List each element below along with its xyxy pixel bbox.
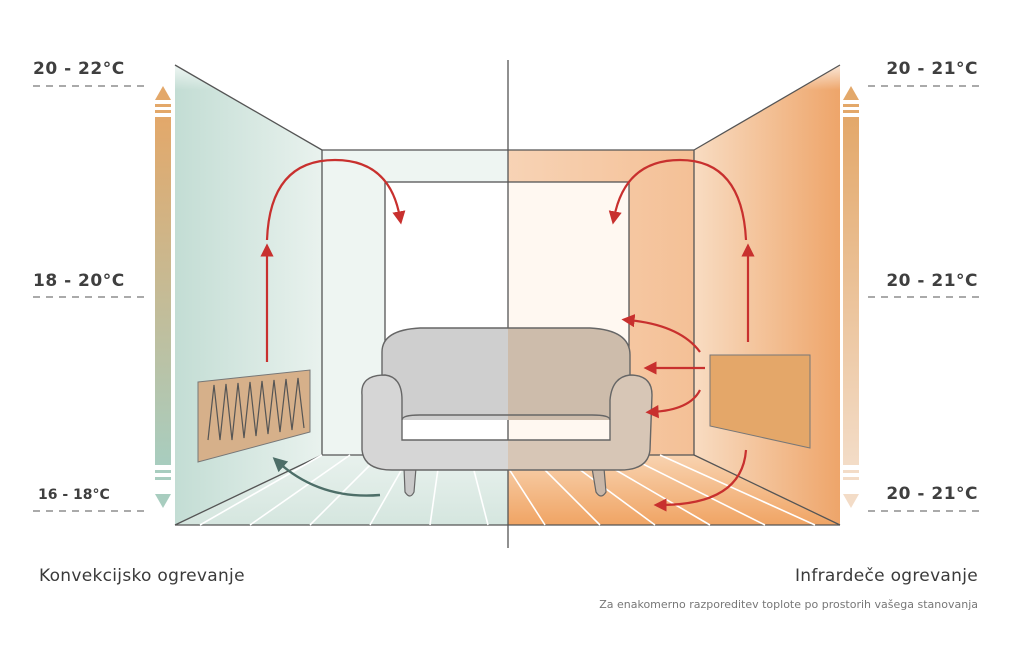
infrared-panel (709, 354, 811, 449)
caption-subtitle: Za enakomerno razporeditev toplote po pr… (599, 598, 978, 611)
temp-left-mid: 18 - 20°C (33, 271, 125, 291)
temp-left-top: 20 - 22°C (33, 59, 125, 79)
gauge-right (843, 86, 859, 508)
sofa-leg-right (591, 467, 607, 497)
temp-right-top: 20 - 21°C (886, 59, 978, 79)
convector-radiator (197, 369, 311, 463)
arrow-floor-right (653, 449, 748, 512)
sofa-leg-left (403, 467, 417, 497)
infrared-arrows (608, 158, 755, 512)
floor-boards (199, 454, 816, 526)
arrow-arc-right (608, 158, 748, 241)
sofa (361, 327, 653, 497)
temp-right-bottom: 20 - 21°C (886, 484, 978, 504)
arrow-arc-left (265, 158, 406, 241)
temp-left-bottom: 16 - 18°C (38, 487, 110, 503)
floor (175, 455, 508, 525)
caption-infrared: Infrardeče ogrevanje (794, 566, 978, 586)
caption-convection: Konvekcijsko ogrevanje (39, 566, 245, 586)
floor-warm (508, 455, 840, 525)
temperature-guides (33, 85, 985, 512)
temp-right-mid: 20 - 21°C (886, 271, 978, 291)
gauge-left (155, 86, 171, 508)
arrow-radiate-low (645, 389, 701, 419)
cold-return-arrow (272, 457, 381, 497)
convection-arrows (260, 158, 406, 362)
arrow-radiate-top (621, 314, 701, 353)
